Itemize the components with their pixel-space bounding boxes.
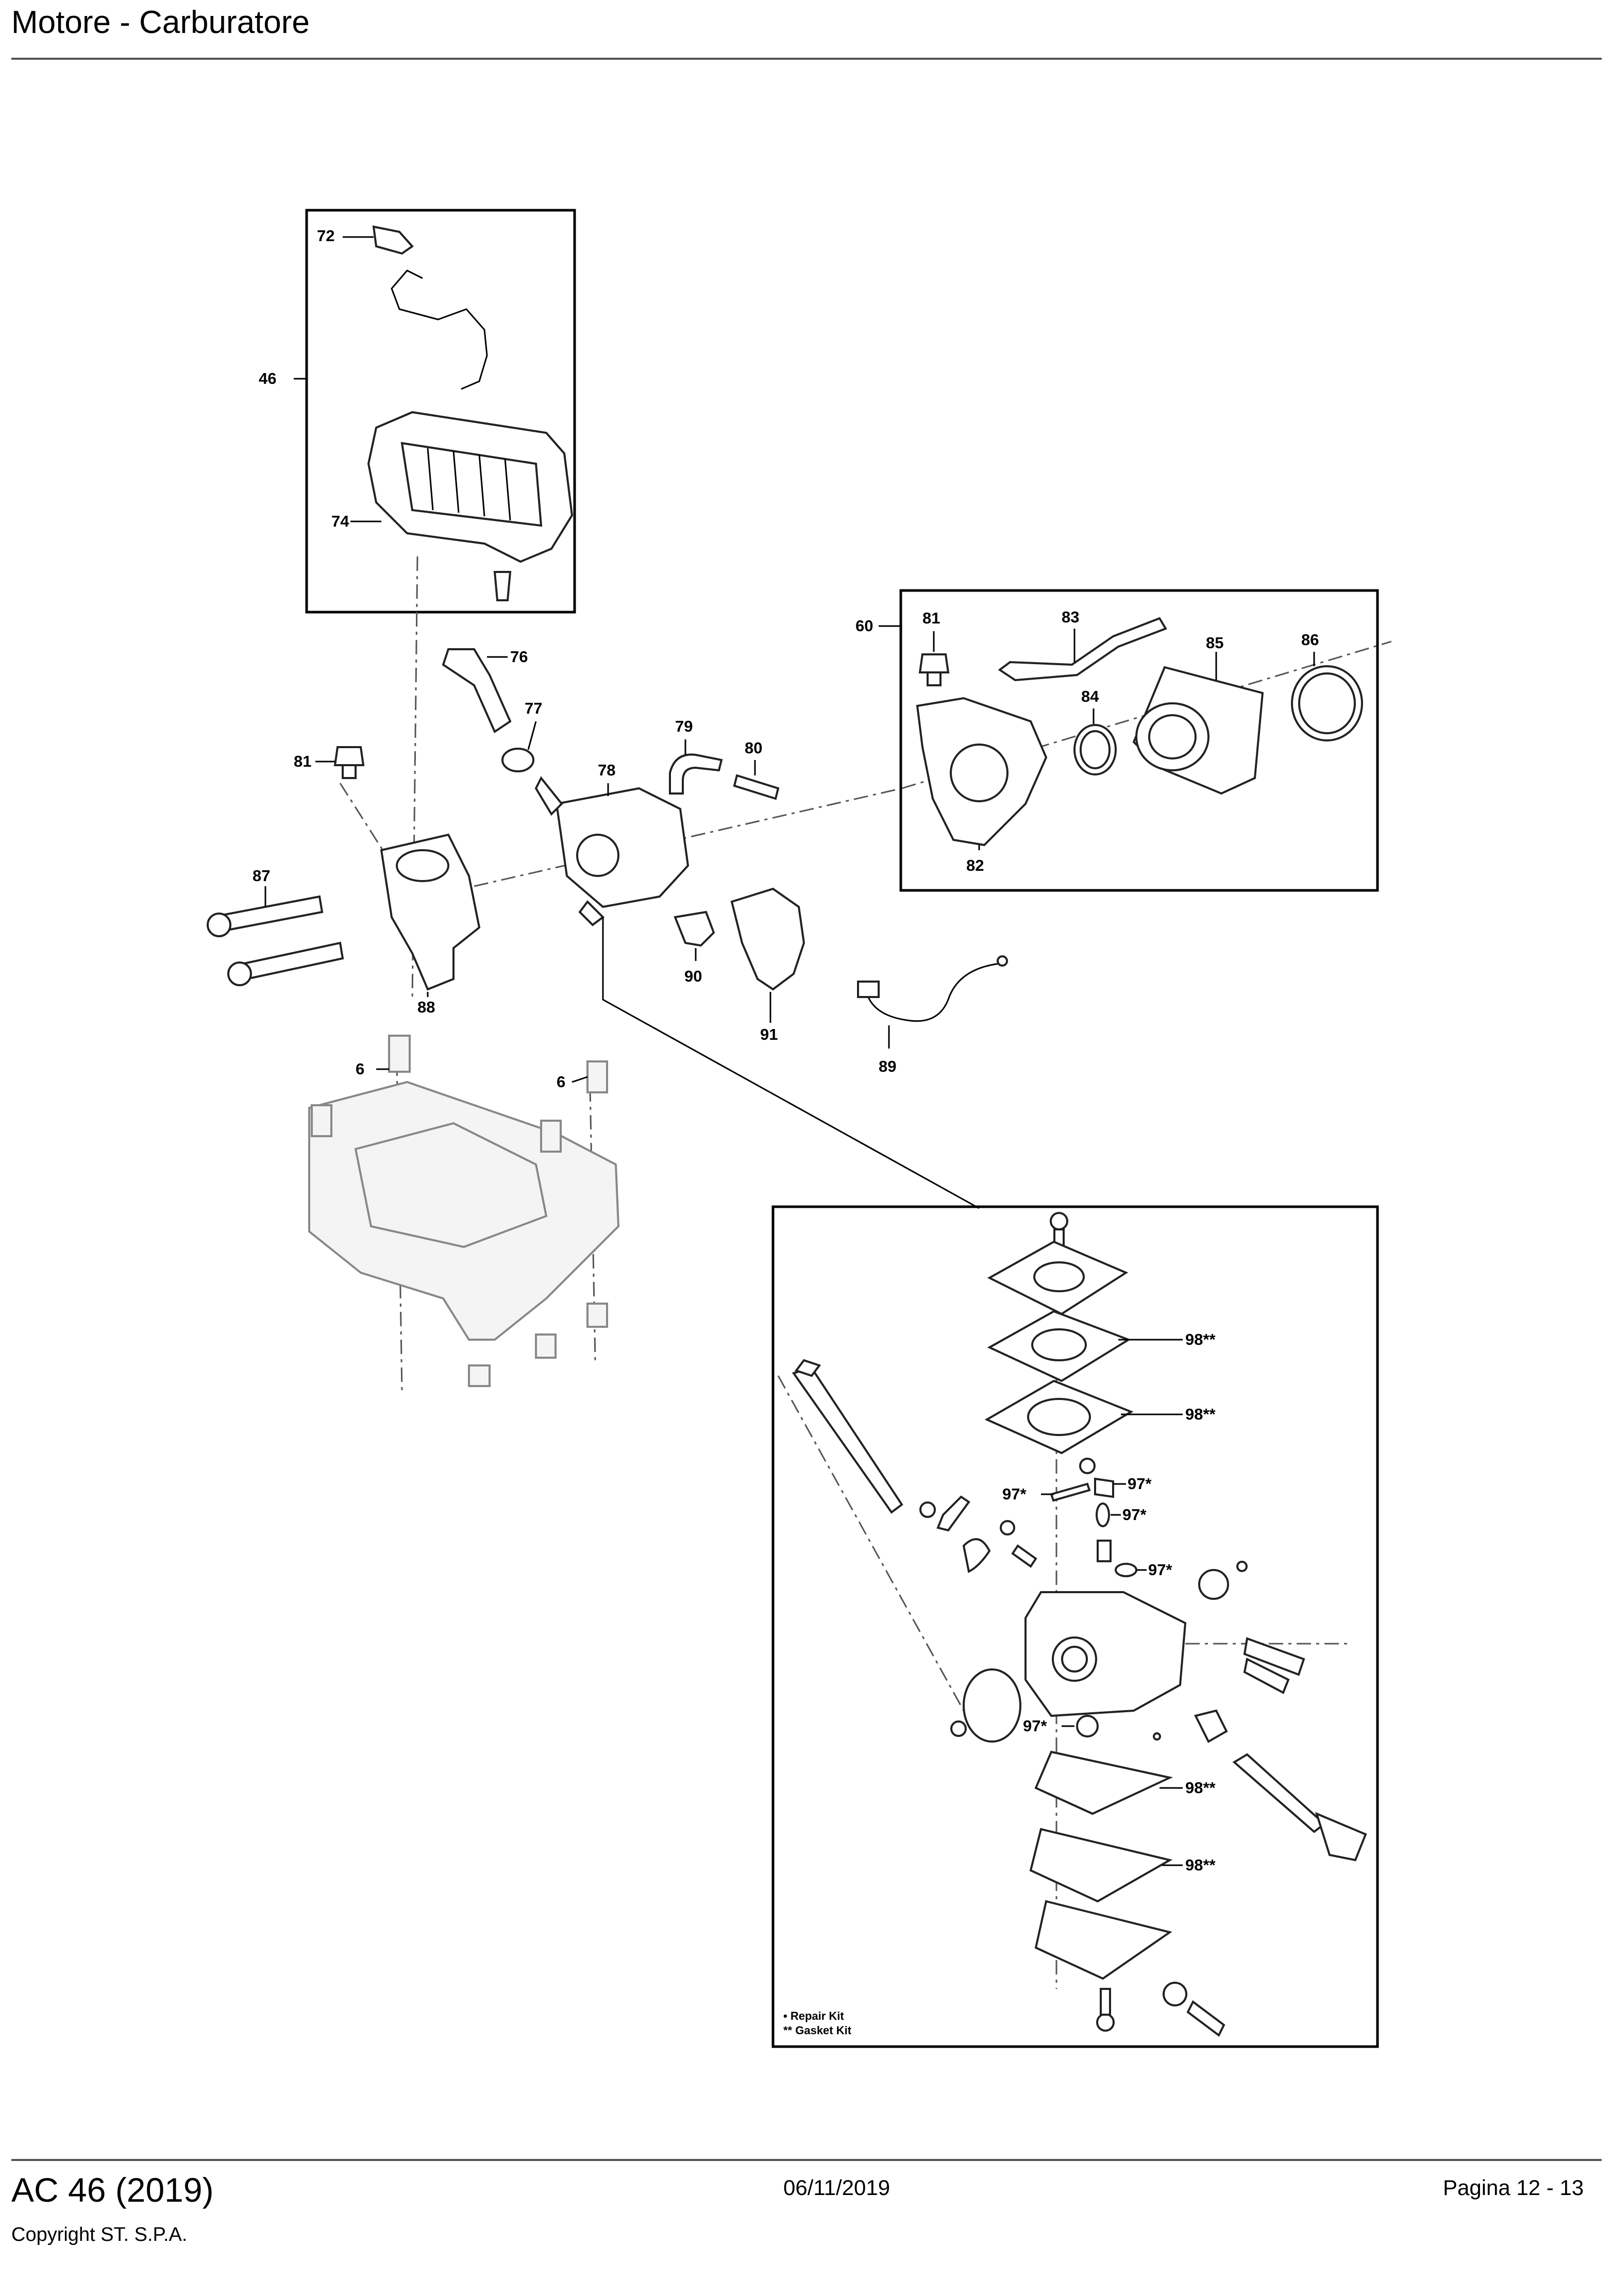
callout-97-c: 97*	[1122, 1506, 1147, 1524]
footer-page-number: Pagina 12 - 13	[1443, 2175, 1584, 2200]
page-title: Motore - Carburatore	[11, 5, 310, 40]
carb-left-parts	[950, 1668, 1161, 1743]
part-81-bolt-right	[918, 653, 950, 686]
carburetor-exploded-frame	[771, 1205, 1379, 2048]
air-filter-group-frame	[305, 209, 576, 614]
callout-84: 84	[1081, 687, 1099, 705]
part-87-bolts	[207, 895, 344, 986]
legend-repair-kit: • Repair Kit	[783, 2010, 844, 2022]
callout-77: 77	[525, 699, 542, 717]
part-89-wire	[857, 955, 1008, 1022]
callout-6-left: 6	[356, 1060, 364, 1078]
callout-46: 46	[259, 369, 276, 387]
callout-97-a: 97*	[1002, 1485, 1027, 1503]
callout-89: 89	[879, 1057, 896, 1075]
carb-body	[1024, 1591, 1187, 1717]
intake-group-frame	[899, 589, 1379, 892]
part-74-filter-cover	[367, 411, 574, 601]
part-90-fitting	[674, 910, 715, 947]
engine-crankcase	[308, 1035, 620, 1387]
callout-98-c: 98**	[1185, 1779, 1216, 1797]
carb-right-parts	[1194, 1561, 1367, 1862]
callout-81-right: 81	[922, 609, 940, 627]
callout-85: 85	[1206, 634, 1223, 652]
part-85-flange	[1132, 666, 1264, 795]
callout-88: 88	[417, 998, 435, 1016]
part-86-gasket	[1291, 665, 1363, 741]
part-88-manifold	[380, 833, 481, 991]
callout-74: 74	[331, 512, 349, 530]
part-76-boot	[442, 648, 512, 733]
callout-81-left: 81	[294, 752, 311, 770]
callout-97-d: 97*	[1148, 1561, 1172, 1579]
callout-83: 83	[1062, 608, 1079, 626]
footer-date: 06/11/2019	[783, 2175, 890, 2200]
legend-gasket-kit: ** Gasket Kit	[783, 2024, 852, 2037]
header-divider	[11, 58, 1602, 60]
part-80-hose	[733, 774, 780, 800]
footer-divider	[11, 2159, 1602, 2161]
callout-91: 91	[760, 1025, 778, 1043]
callout-97-e: 97*	[1023, 1717, 1047, 1735]
part-82-adapter	[916, 697, 1048, 847]
callout-78: 78	[598, 761, 615, 779]
part-81-bolt-left	[333, 746, 365, 779]
callout-87: 87	[253, 867, 270, 885]
part-83-rod	[998, 617, 1167, 682]
part-84-ring	[1073, 724, 1117, 775]
callout-80: 80	[745, 739, 762, 757]
part-79-hose	[669, 753, 723, 795]
footer-copyright: Copyright ST. S.P.A.	[11, 2224, 188, 2246]
callout-86: 86	[1301, 631, 1319, 649]
callout-79: 79	[675, 717, 693, 735]
carb-small-parts	[919, 1458, 1137, 1577]
callout-76: 76	[510, 648, 528, 666]
callout-98-b: 98**	[1185, 1405, 1216, 1423]
carb-bottom-cover	[1034, 1900, 1225, 2037]
carb-gasket-2	[1034, 1750, 1173, 1815]
carb-gasket-1	[984, 1379, 1134, 1455]
callout-90: 90	[684, 967, 702, 985]
carb-throttle-shaft	[792, 1359, 903, 1514]
carb-diaphragm-1	[987, 1310, 1131, 1382]
callout-97-b: 97*	[1128, 1475, 1152, 1493]
callout-60: 60	[855, 617, 873, 635]
footer-model: AC 46 (2019)	[11, 2171, 214, 2209]
part-78-carburetor	[534, 776, 690, 926]
callout-98-a: 98**	[1185, 1330, 1216, 1348]
callout-82: 82	[966, 856, 984, 874]
carburetor-detail-leader	[602, 917, 980, 1209]
callout-6-right: 6	[557, 1073, 565, 1091]
part-72-knob	[372, 225, 414, 255]
callout-98-d: 98**	[1185, 1856, 1216, 1874]
part-clip-wire	[391, 269, 488, 390]
carb-pump-diaphragm	[1029, 1828, 1173, 1903]
carb-cover-plate	[987, 1240, 1129, 1315]
part-91-bracket	[730, 887, 805, 991]
part-77-plug	[501, 748, 534, 772]
callout-72: 72	[317, 227, 334, 245]
